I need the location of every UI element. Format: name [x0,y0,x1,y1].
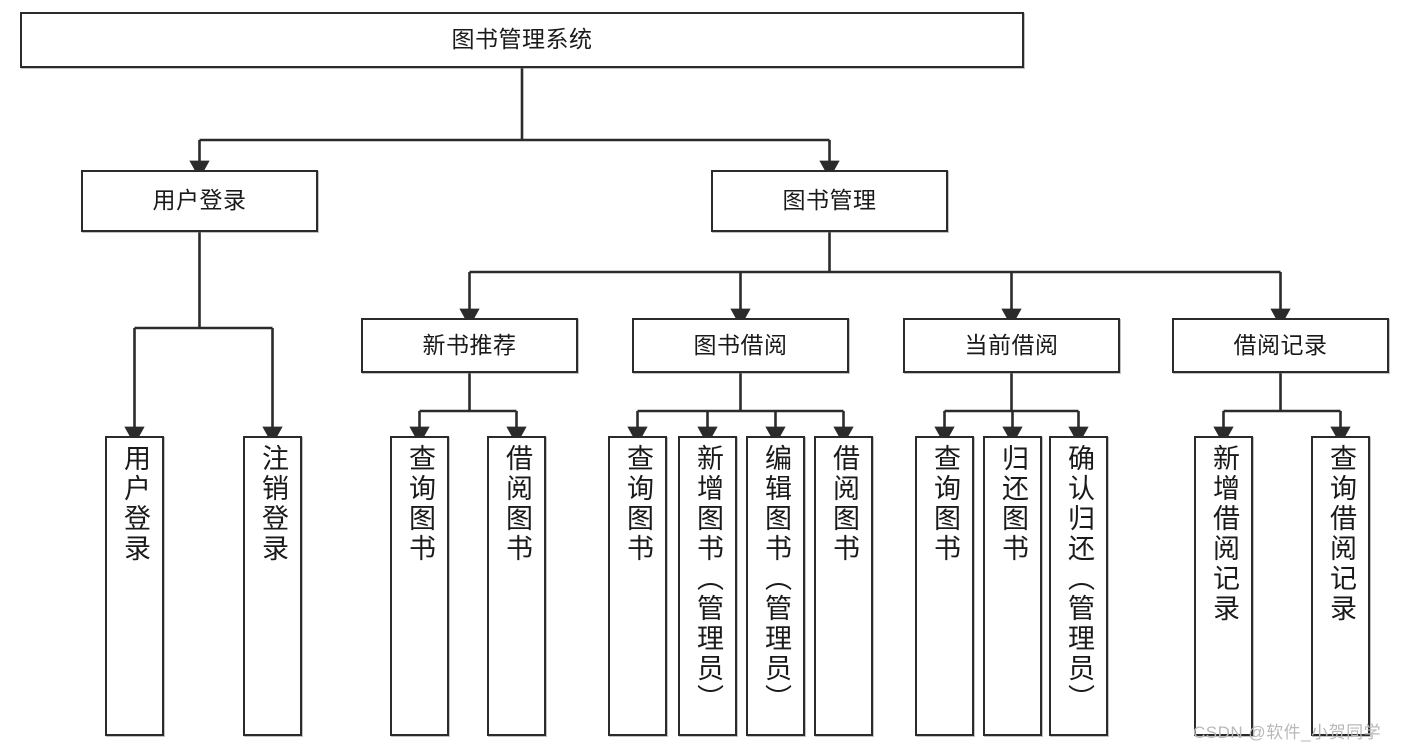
node-leaf-query-book-2-label: 查询图书 [623,444,653,564]
node-leaf-edit-book-label: 编辑图书（管理员） [761,444,791,714]
node-leaf-add-record[interactable]: 新增借阅记录 [1194,436,1253,736]
node-leaf-query-record[interactable]: 查询借阅记录 [1311,436,1370,736]
node-leaf-return-book[interactable]: 归还图书 [983,436,1042,736]
node-current-borrow-label: 当前借阅 [964,331,1059,358]
node-borrow-record[interactable]: 借阅记录 [1172,318,1389,373]
node-leaf-logout[interactable]: 注销登录 [243,436,302,736]
node-book-borrow[interactable]: 图书借阅 [632,318,849,373]
node-user-login[interactable]: 用户登录 [81,170,318,232]
node-leaf-borrow-book-1-label: 借阅图书 [502,444,532,564]
node-leaf-add-book[interactable]: 新增图书（管理员） [678,436,737,736]
node-leaf-query-book-2[interactable]: 查询图书 [608,436,667,736]
node-leaf-query-book-3-label: 查询图书 [930,444,960,564]
node-user-login-label: 用户登录 [152,187,247,214]
node-leaf-query-book-3[interactable]: 查询图书 [915,436,974,736]
node-new-book-recommend[interactable]: 新书推荐 [361,318,578,373]
node-book-manage-label: 图书管理 [782,187,877,214]
csdn-watermark: CSDN @软件_小贺同学 [1193,723,1382,742]
node-leaf-edit-book[interactable]: 编辑图书（管理员） [746,436,805,736]
node-leaf-user-login-label: 用户登录 [120,444,150,564]
node-leaf-query-record-label: 查询借阅记录 [1326,444,1356,624]
node-book-manage[interactable]: 图书管理 [711,170,948,232]
node-leaf-add-record-label: 新增借阅记录 [1209,444,1239,624]
node-book-borrow-label: 图书借阅 [693,331,788,358]
node-leaf-add-book-label: 新增图书（管理员） [693,444,723,714]
node-root[interactable]: 图书管理系统 [20,12,1024,68]
node-leaf-query-book-1[interactable]: 查询图书 [390,436,449,736]
node-current-borrow[interactable]: 当前借阅 [903,318,1120,373]
node-leaf-query-book-1-label: 查询图书 [405,444,435,564]
node-leaf-confirm-return-label: 确认归还（管理员） [1064,444,1094,714]
node-leaf-borrow-book-2[interactable]: 借阅图书 [814,436,873,736]
node-borrow-record-label: 借阅记录 [1233,331,1328,358]
node-leaf-return-book-label: 归还图书 [998,444,1028,564]
node-leaf-borrow-book-1[interactable]: 借阅图书 [487,436,546,736]
node-leaf-logout-label: 注销登录 [258,444,288,564]
node-new-book-recommend-label: 新书推荐 [422,331,517,358]
node-root-label: 图书管理系统 [451,26,593,53]
node-leaf-user-login[interactable]: 用户登录 [105,436,164,736]
node-leaf-confirm-return[interactable]: 确认归还（管理员） [1049,436,1108,736]
node-leaf-borrow-book-2-label: 借阅图书 [829,444,859,564]
